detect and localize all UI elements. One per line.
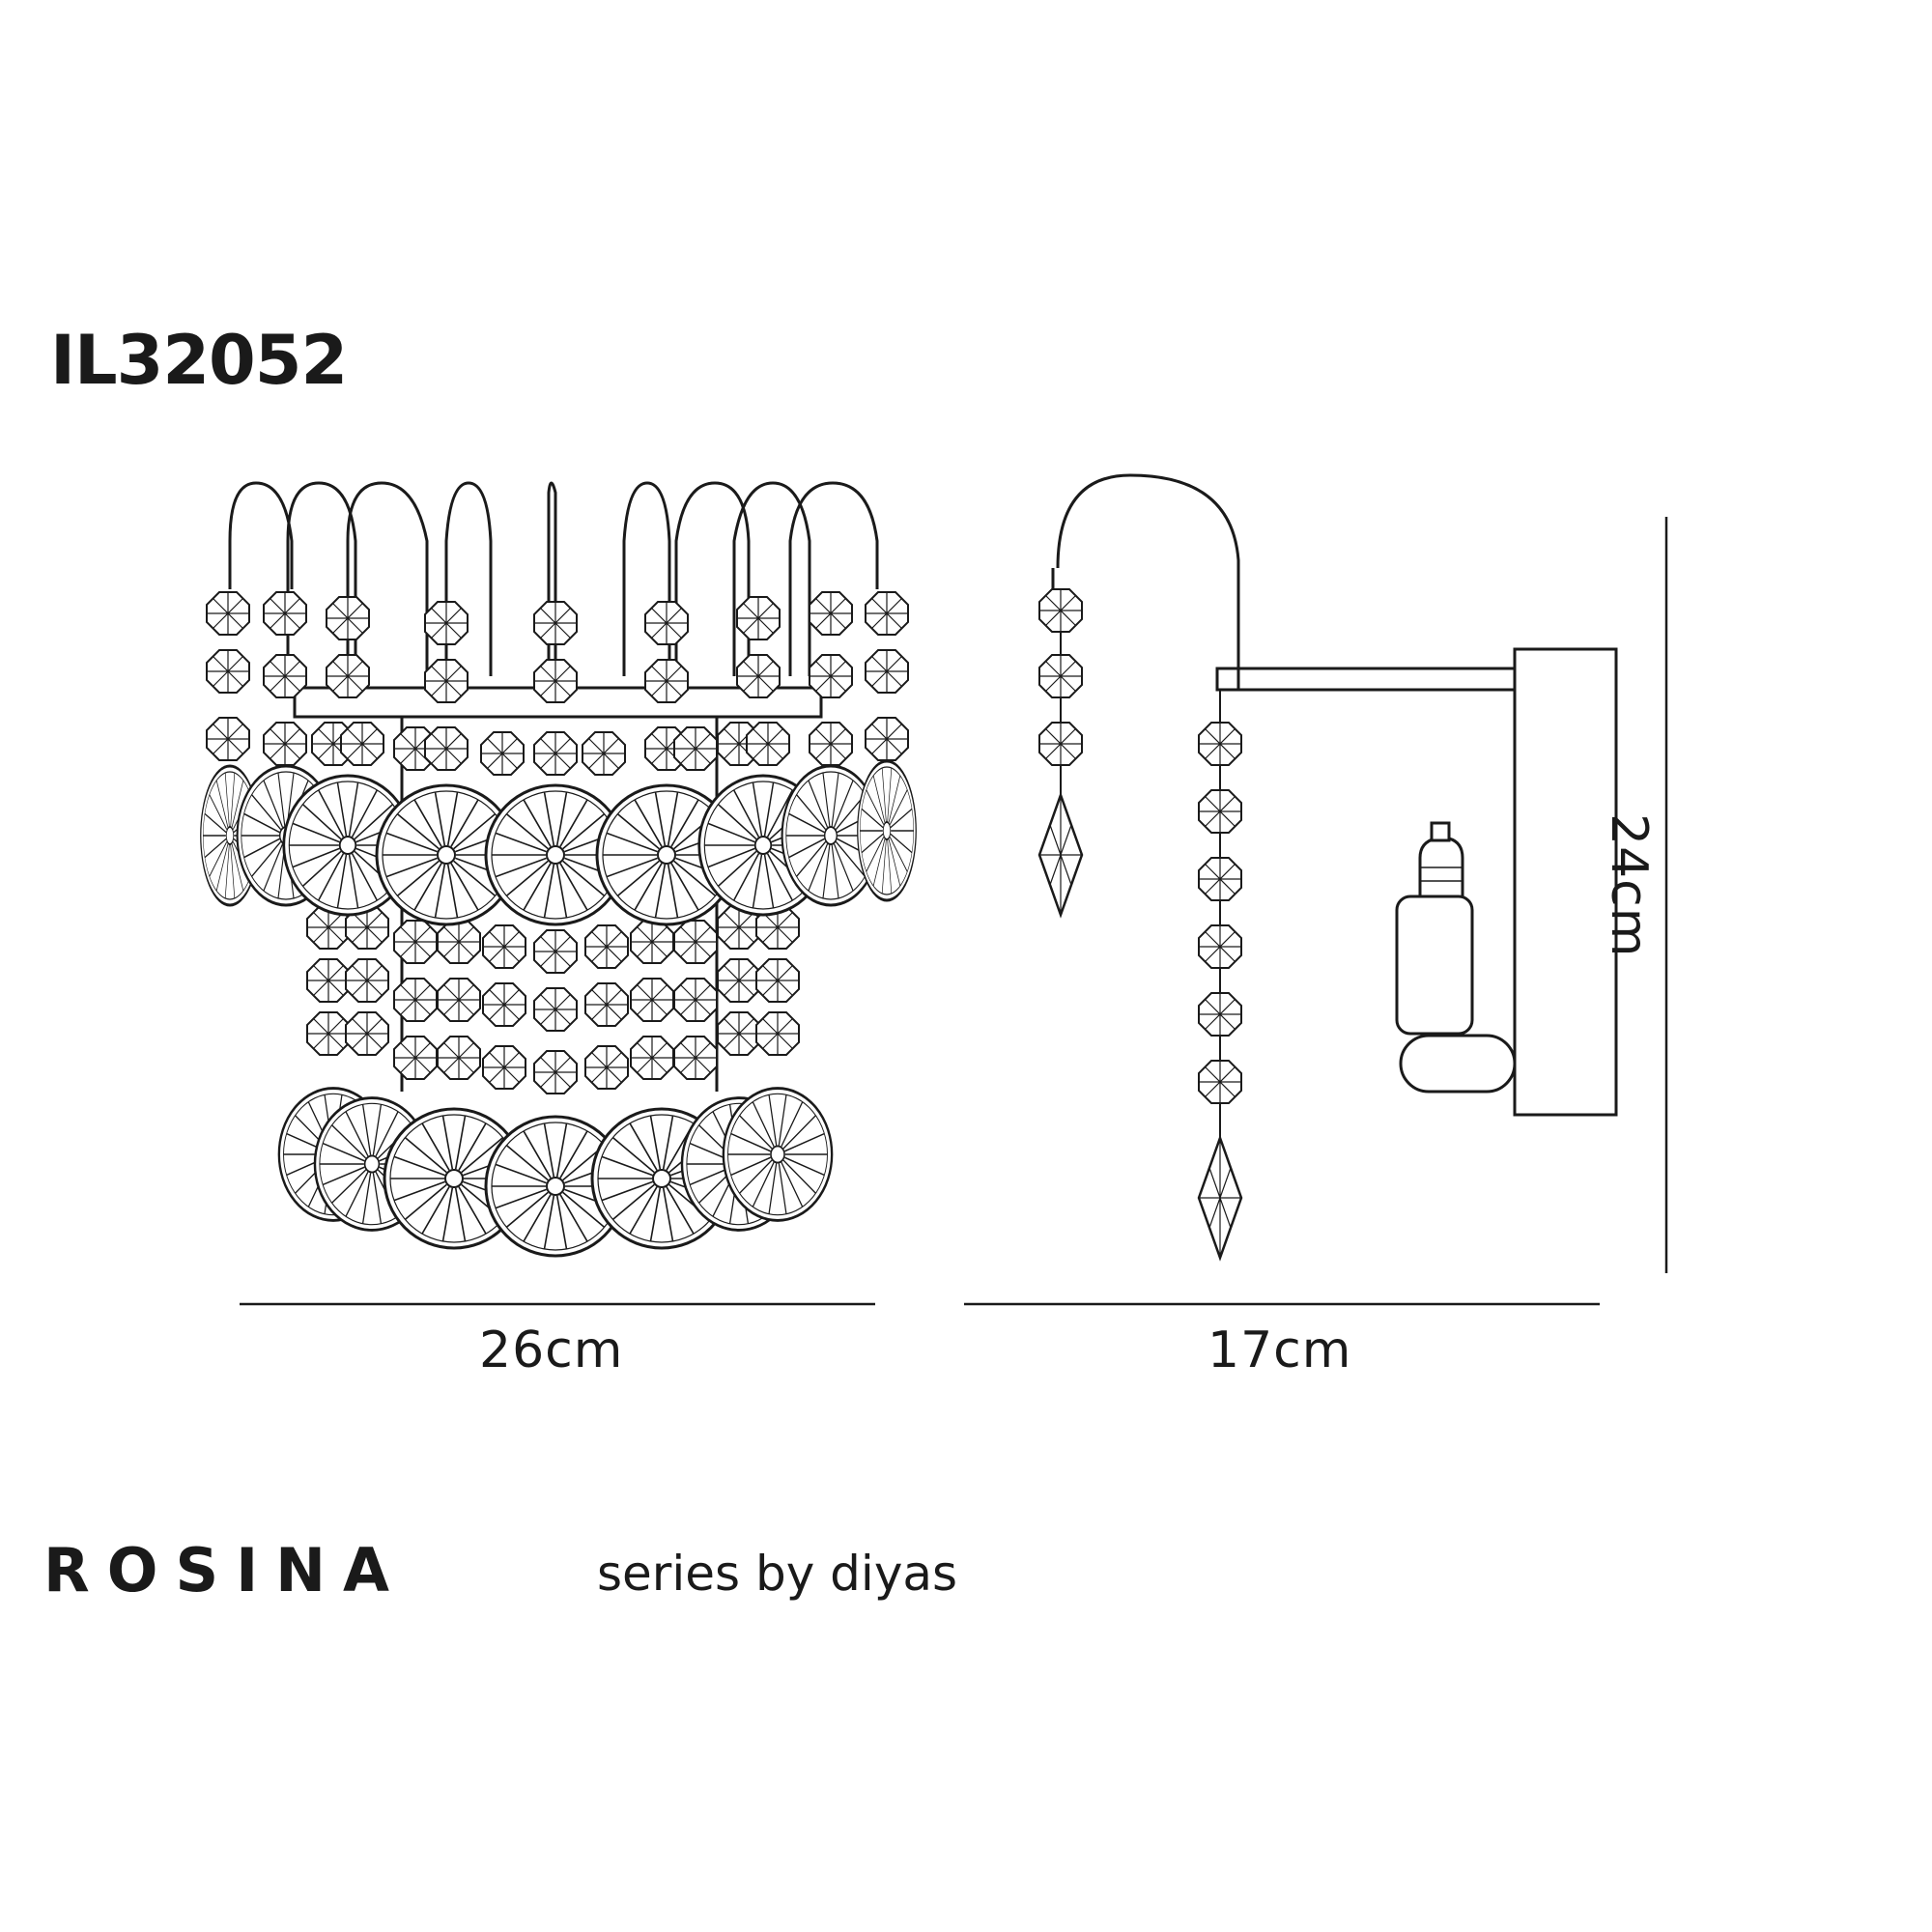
front-view bbox=[199, 481, 918, 1258]
side-beads bbox=[1037, 588, 1243, 1260]
depth-label: 17cm bbox=[1208, 1321, 1352, 1379]
upper-rosettes bbox=[199, 759, 918, 926]
height-label: 24cm bbox=[1600, 813, 1658, 958]
lower-rosettes bbox=[277, 1087, 834, 1258]
front-arches bbox=[228, 481, 879, 676]
series-name: ROSINA bbox=[43, 1535, 408, 1605]
product-code: IL32052 bbox=[50, 321, 348, 400]
wall-plate bbox=[1513, 647, 1618, 1117]
dimension-lines bbox=[240, 517, 1668, 1306]
side-view bbox=[1051, 473, 1618, 1140]
width-label: 26cm bbox=[479, 1321, 624, 1379]
series-tagline: series by diyas bbox=[597, 1546, 958, 1602]
